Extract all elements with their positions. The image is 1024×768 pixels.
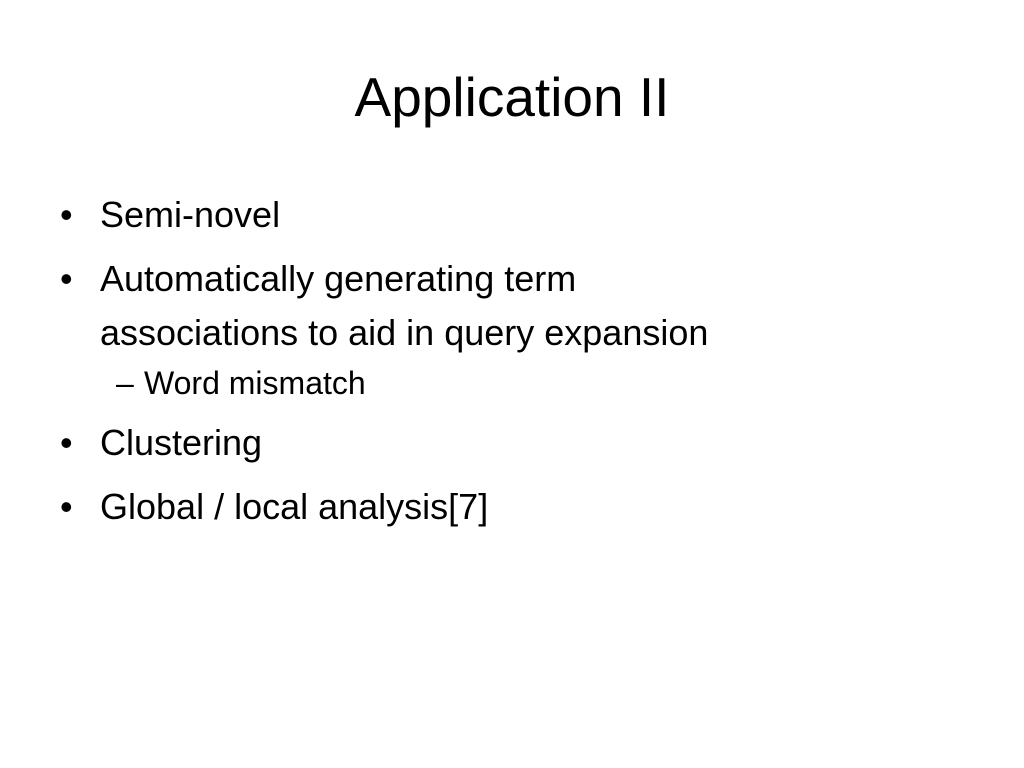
bullet-text: Global / local analysis[7] [100, 486, 489, 527]
dash-icon: – [116, 365, 134, 401]
bullet-item: • Semi-novel [60, 188, 960, 242]
bullet-item: • Global / local analysis[7] [60, 480, 960, 534]
bullet-icon: • [60, 486, 73, 527]
slide-title: Application II [354, 66, 670, 128]
bullet-text: Semi-novel [100, 194, 281, 235]
bullet-icon: • [60, 194, 73, 235]
bullet-icon: • [60, 422, 73, 463]
bullet-text: Clustering [100, 422, 263, 463]
bullet-text-line: Automatically generating term [100, 258, 577, 299]
sub-bullet-list: – Word mismatch [100, 360, 960, 406]
bullet-text-line: associations to aid in query expansion [100, 312, 709, 353]
bullet-icon: • [60, 258, 73, 299]
sub-bullet-item: – Word mismatch [116, 360, 960, 406]
bullet-list: • Semi-novel • Automatically generating … [60, 188, 960, 544]
bullet-item: • Clustering [60, 416, 960, 470]
sub-bullet-text: Word mismatch [144, 365, 366, 401]
bullet-item: • Automatically generating term associat… [60, 252, 960, 406]
